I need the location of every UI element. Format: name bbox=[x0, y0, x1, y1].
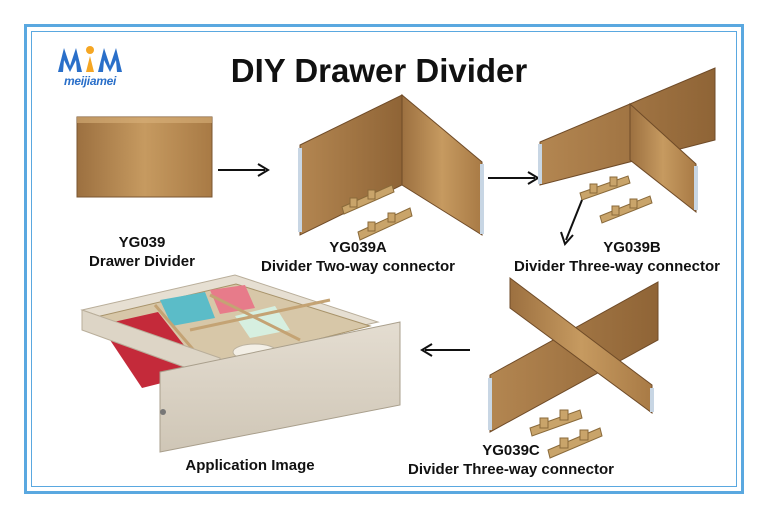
inner-border bbox=[31, 31, 737, 487]
three-way-connector-c bbox=[529, 409, 603, 459]
product-code: YG039C bbox=[482, 442, 540, 459]
product-label-yg039c: YG039C Divider Three-way connector bbox=[386, 441, 636, 479]
two-way-divider-panel bbox=[298, 93, 484, 236]
arrow-right-icon bbox=[488, 171, 540, 185]
outer-border bbox=[24, 24, 744, 494]
product-code: YG039A bbox=[329, 239, 387, 256]
page-title: DIY Drawer Divider bbox=[230, 52, 528, 89]
product-name: Drawer Divider bbox=[89, 253, 195, 270]
arrow-down-left-icon bbox=[560, 199, 583, 246]
brand-logo-icon bbox=[58, 46, 122, 72]
product-label-yg039: YG039 Drawer Divider bbox=[72, 233, 212, 271]
two-way-connector bbox=[341, 184, 413, 241]
product-code: YG039B bbox=[603, 239, 661, 256]
application-image-label: Application Image bbox=[185, 457, 315, 474]
product-label-yg039a: YG039A Divider Two-way connector bbox=[238, 238, 478, 276]
product-label-yg039b: YG039B Divider Three-way connector bbox=[496, 238, 738, 276]
cross-divider-panel bbox=[488, 276, 659, 433]
product-name: Divider Three-way connector bbox=[408, 461, 614, 478]
brand-logo-text: meijiamei bbox=[64, 74, 116, 88]
three-way-divider-panel bbox=[538, 67, 716, 214]
application-drawer-image bbox=[80, 274, 401, 453]
arrow-left-icon bbox=[420, 343, 470, 357]
product-name: Divider Two-way connector bbox=[261, 258, 455, 275]
product-code: YG039 bbox=[118, 234, 166, 251]
drawer-divider-board bbox=[76, 116, 213, 198]
three-way-connector-b bbox=[579, 175, 653, 224]
arrow-right-icon bbox=[218, 163, 270, 177]
product-name: Divider Three-way connector bbox=[514, 258, 720, 275]
